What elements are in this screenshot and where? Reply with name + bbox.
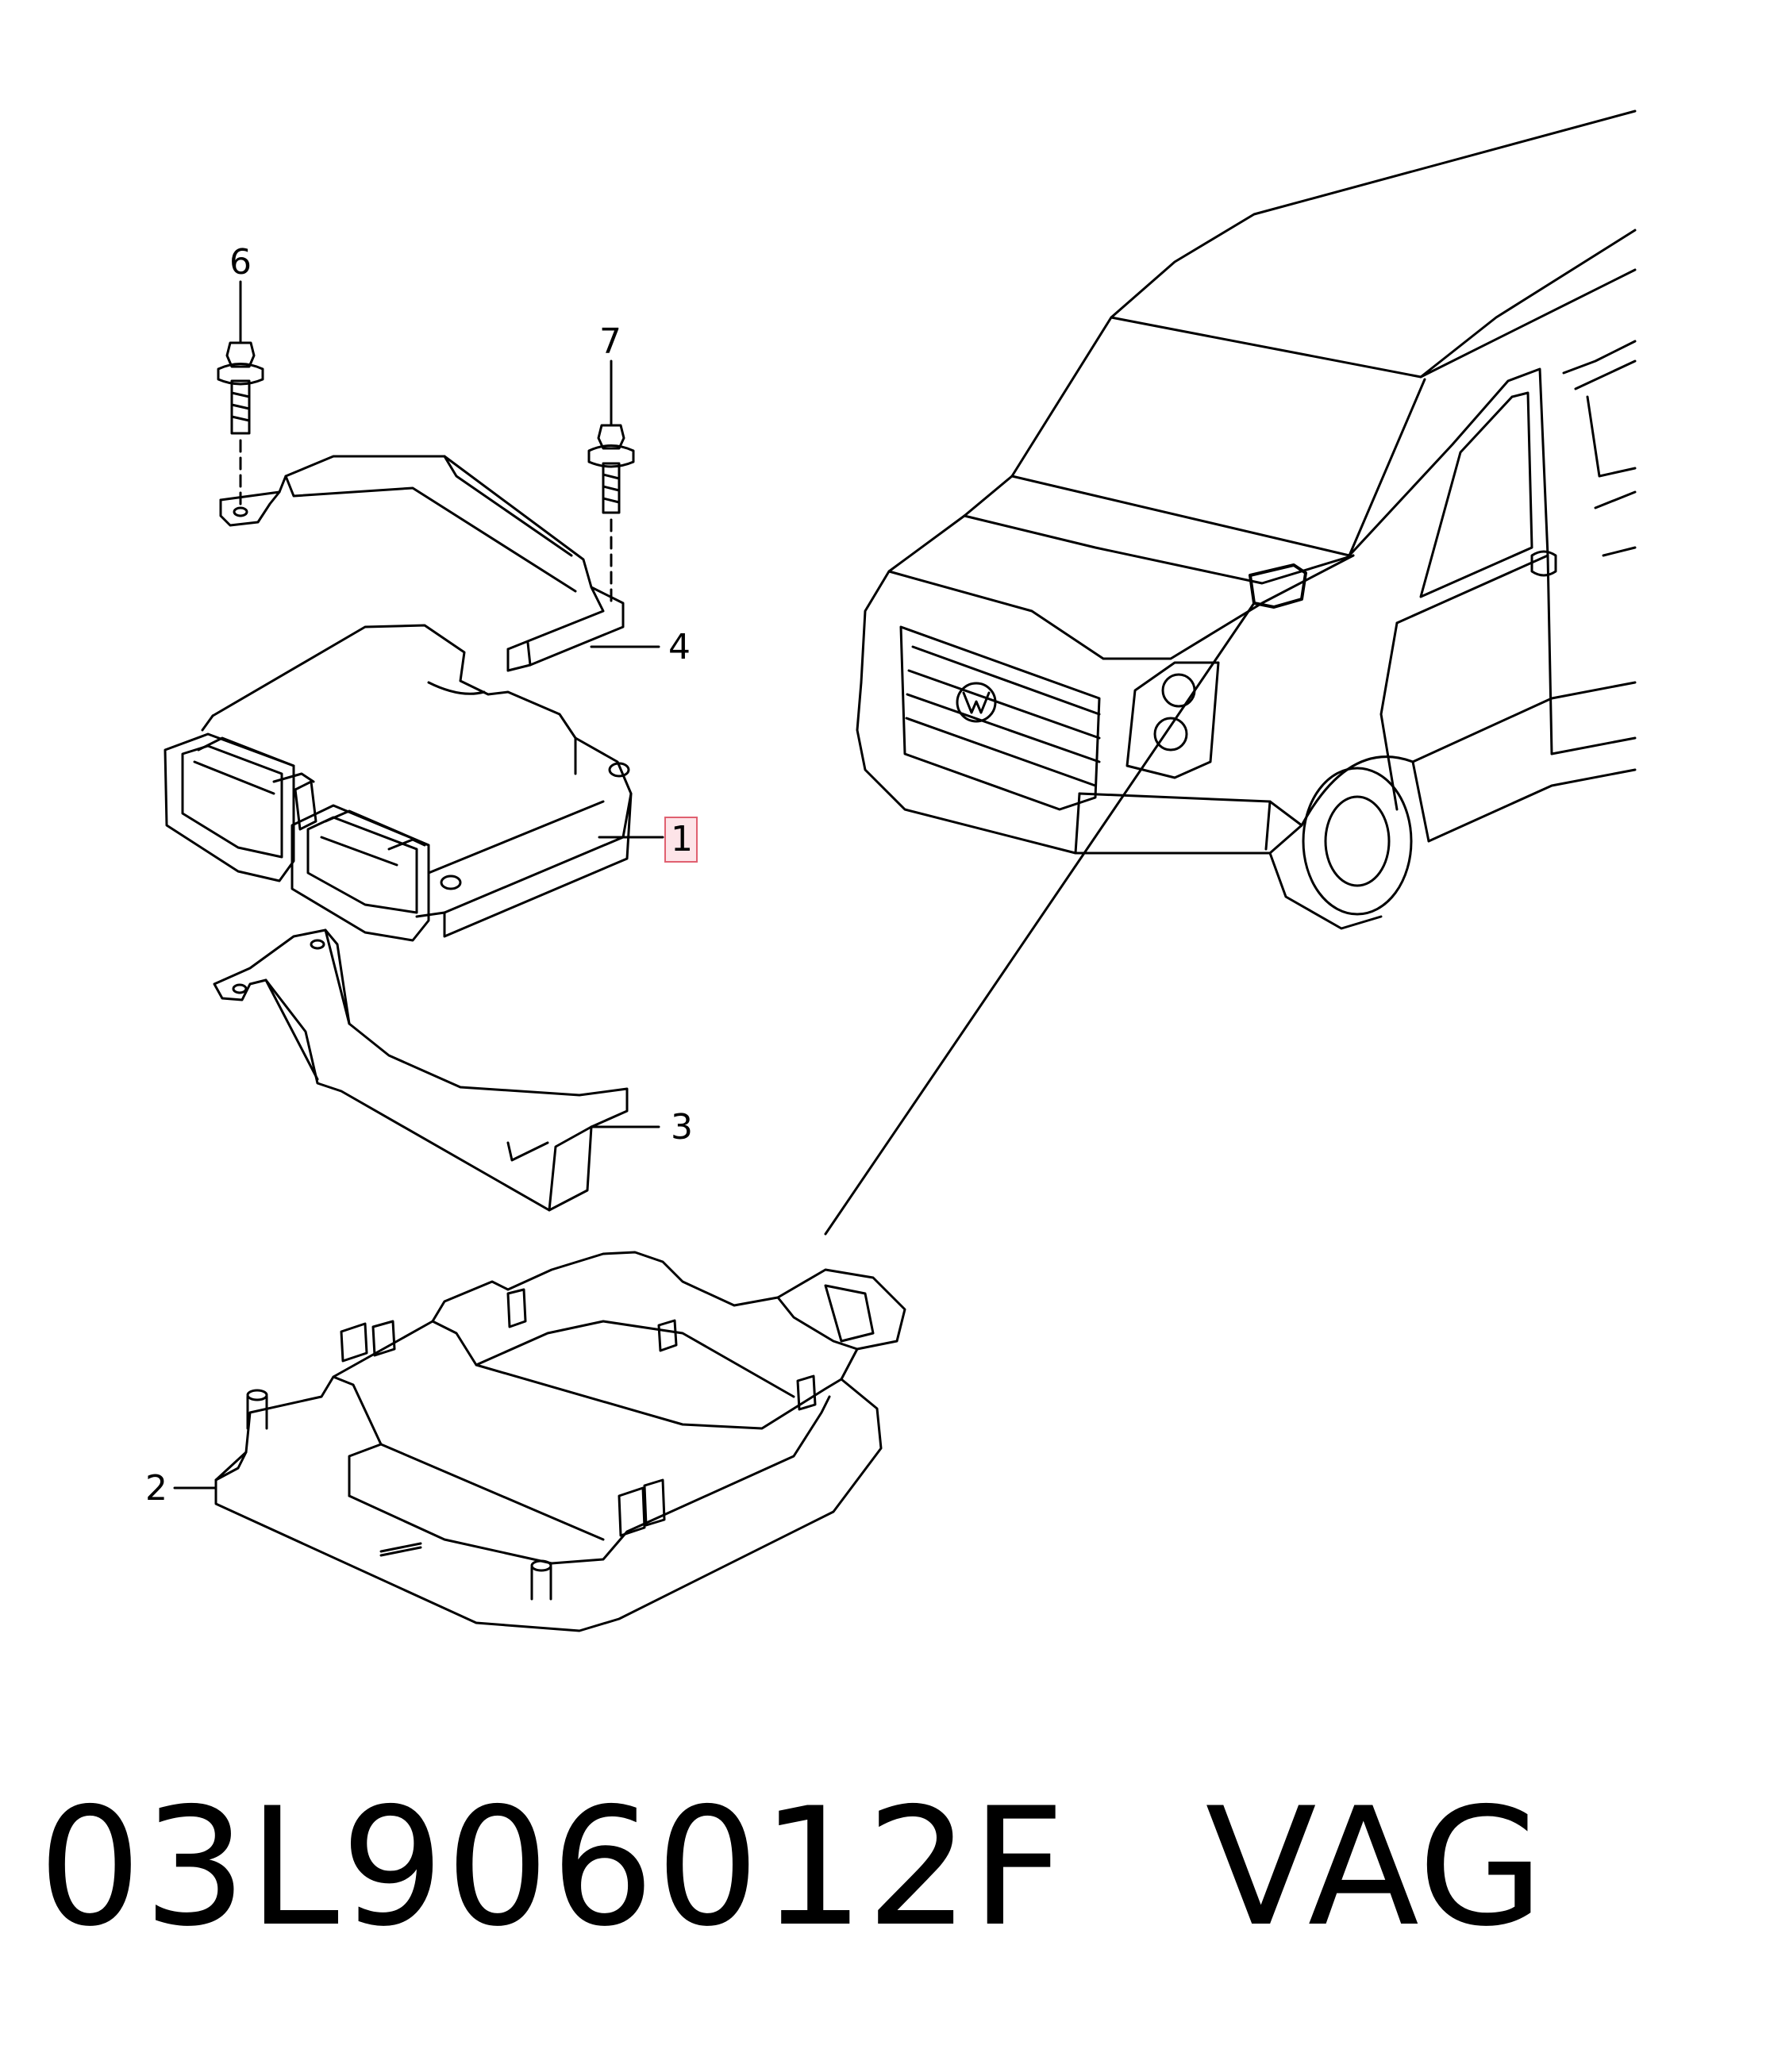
lower-bracket xyxy=(213,928,629,1212)
label-2: 2 xyxy=(145,1468,167,1509)
bolt-7 xyxy=(587,359,635,605)
vehicle-van xyxy=(856,110,1637,930)
part-caption: 03L906012F VAG xyxy=(38,1774,1545,1962)
label-6: 6 xyxy=(229,242,252,283)
ecu-tray xyxy=(214,1251,906,1632)
part-number: 03L906012F xyxy=(38,1774,1067,1962)
label-7: 7 xyxy=(599,321,621,362)
vehicle-callout-line xyxy=(824,602,1256,1236)
bolt-6 xyxy=(217,280,264,509)
label-1: 1 xyxy=(671,819,693,859)
label-4: 4 xyxy=(668,627,691,667)
label-3: 3 xyxy=(671,1107,693,1147)
brand-name: VAG xyxy=(1205,1774,1546,1962)
ecu-control-unit xyxy=(164,624,633,942)
highlight-box-1 xyxy=(664,817,698,863)
upper-bracket xyxy=(219,455,625,672)
